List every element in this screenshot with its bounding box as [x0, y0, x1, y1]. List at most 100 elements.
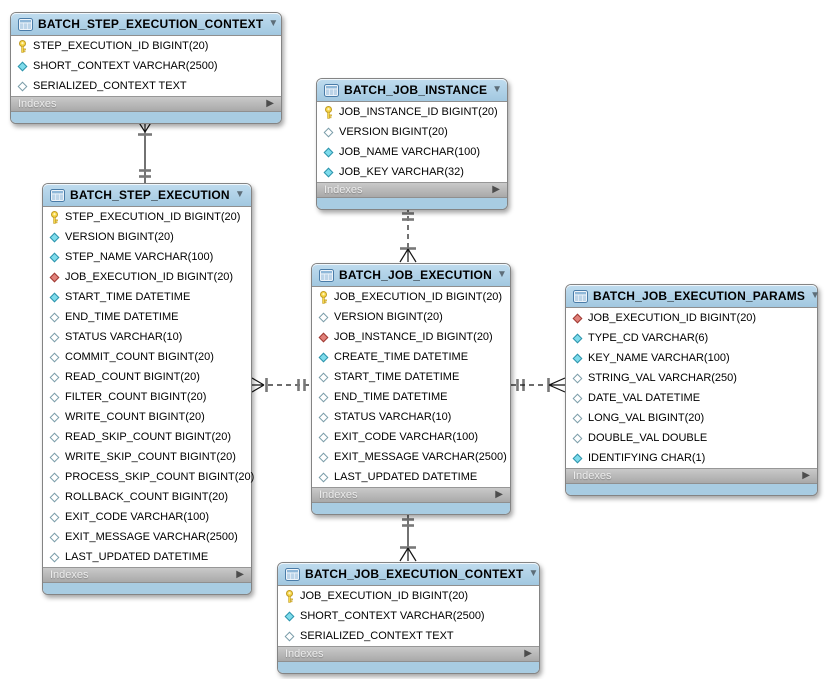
column-row: FILTER_COUNT BIGINT(20): [43, 387, 251, 407]
expand-right-icon[interactable]: ▶: [524, 648, 532, 659]
column-label: STATUS VARCHAR(10): [334, 411, 452, 423]
column-row: JOB_EXECUTION_ID BIGINT(20): [278, 586, 539, 606]
table-icon: [319, 268, 334, 282]
expand-right-icon[interactable]: ▶: [495, 489, 503, 500]
notnull-diamond-icon: [17, 61, 28, 71]
relationship-stepexecution-jobexecution[interactable]: [251, 377, 311, 393]
column-label: READ_COUNT BIGINT(20): [65, 371, 200, 383]
column-label: VERSION BIGINT(20): [65, 231, 174, 243]
column-label: SHORT_CONTEXT VARCHAR(2500): [300, 610, 485, 622]
table-header[interactable]: BATCH_JOB_EXECUTION ▼: [312, 264, 510, 287]
indexes-bar[interactable]: Indexes ▶: [312, 487, 510, 502]
column-row: JOB_EXECUTION_ID BIGINT(20): [312, 287, 510, 307]
column-row: STRING_VAL VARCHAR(250): [566, 368, 817, 388]
collapse-chevron-icon[interactable]: ▼: [268, 18, 279, 29]
column-row: READ_COUNT BIGINT(20): [43, 367, 251, 387]
column-row: SERIALIZED_CONTEXT TEXT: [11, 76, 281, 96]
indexes-bar[interactable]: Indexes▶: [566, 468, 817, 483]
column-label: LAST_UPDATED DATETIME: [334, 471, 478, 483]
table-title: BATCH_STEP_EXECUTION_CONTEXT: [38, 17, 264, 31]
table-icon: [285, 567, 300, 581]
expand-right-icon[interactable]: ▶: [266, 98, 274, 109]
table-footer-strip: [278, 661, 539, 673]
column-row: DATE_VAL DATETIME: [566, 388, 817, 408]
indexes-label: Indexes: [324, 184, 363, 196]
nullable-diamond-icon: [318, 432, 329, 442]
notnull-diamond-icon: [318, 352, 329, 362]
table-header[interactable]: BATCH_STEP_EXECUTION▼: [43, 184, 251, 207]
column-row: JOB_INSTANCE_ID BIGINT(20): [317, 102, 507, 122]
indexes-bar[interactable]: Indexes▶: [43, 567, 251, 582]
indexes-label: Indexes: [319, 489, 358, 501]
column-label: STEP_EXECUTION_ID BIGINT(20): [33, 40, 209, 52]
column-row: JOB_INSTANCE_ID BIGINT(20): [312, 327, 510, 347]
table-footer-strip: [11, 111, 281, 123]
nullable-diamond-icon: [323, 127, 334, 137]
nullable-diamond-icon: [49, 492, 60, 502]
nullable-diamond-icon: [49, 332, 60, 342]
expand-right-icon[interactable]: ▶: [802, 470, 810, 481]
table-batch-step-execution[interactable]: BATCH_STEP_EXECUTION▼STEP_EXECUTION_ID B…: [42, 183, 255, 595]
column-row: EXIT_MESSAGE VARCHAR(2500): [312, 447, 510, 467]
column-label: DATE_VAL DATETIME: [588, 392, 701, 404]
collapse-chevron-icon[interactable]: ▼: [810, 290, 821, 301]
column-label: EXIT_MESSAGE VARCHAR(2500): [334, 451, 507, 463]
column-row: EXIT_CODE VARCHAR(100): [312, 427, 510, 447]
nullable-diamond-icon: [49, 512, 60, 522]
collapse-chevron-icon[interactable]: ▼: [496, 269, 507, 280]
column-label: START_TIME DATETIME: [65, 291, 191, 303]
nullable-diamond-icon: [318, 312, 329, 322]
table-batch-job-execution-params[interactable]: BATCH_JOB_EXECUTION_PARAMS▼JOB_EXECUTION…: [565, 284, 821, 496]
table-icon: [324, 83, 339, 97]
table-title: BATCH_JOB_EXECUTION: [339, 268, 492, 282]
table-header[interactable]: BATCH_JOB_EXECUTION_CONTEXT▼: [278, 563, 539, 586]
column-label: START_TIME DATETIME: [334, 371, 460, 383]
column-label: PROCESS_SKIP_COUNT BIGINT(20): [65, 471, 255, 483]
column-row: END_TIME DATETIME: [312, 387, 510, 407]
column-label: END_TIME DATETIME: [65, 311, 179, 323]
foreign-key-diamond-icon: [49, 272, 60, 282]
table-batch-step-execution-context[interactable]: BATCH_STEP_EXECUTION_CONTEXT ▼ STEP_EXECUT…: [10, 12, 282, 124]
relationship-jobinstance-jobexecution[interactable]: [399, 207, 417, 263]
indexes-bar[interactable]: Indexes ▶: [11, 96, 281, 111]
indexes-bar[interactable]: Indexes▶: [278, 646, 539, 661]
table-header[interactable]: BATCH_STEP_EXECUTION_CONTEXT ▼: [11, 13, 281, 36]
collapse-chevron-icon[interactable]: ▼: [234, 189, 245, 200]
column-label: IDENTIFYING CHAR(1): [588, 452, 706, 464]
column-label: SERIALIZED_CONTEXT TEXT: [300, 630, 454, 642]
column-row: JOB_EXECUTION_ID BIGINT(20): [43, 267, 251, 287]
nullable-diamond-icon: [284, 631, 295, 641]
relationship-jobexecution-jobexecutionparams[interactable]: [511, 377, 566, 393]
table-batch-job-execution-context[interactable]: BATCH_JOB_EXECUTION_CONTEXT▼JOB_EXECUTIO…: [277, 562, 540, 674]
column-row: STEP_NAME VARCHAR(100): [43, 247, 251, 267]
relationship-jobexecution-jobexecutioncontext[interactable]: [399, 511, 417, 562]
column-label: EXIT_CODE VARCHAR(100): [334, 431, 479, 443]
nullable-diamond-icon: [49, 472, 60, 482]
column-row: EXIT_CODE VARCHAR(100): [43, 507, 251, 527]
column-row: WRITE_SKIP_COUNT BIGINT(20): [43, 447, 251, 467]
column-row: STEP_EXECUTION_ID BIGINT(20): [11, 36, 281, 56]
table-footer-strip: [317, 197, 507, 209]
table-header[interactable]: BATCH_JOB_INSTANCE▼: [317, 79, 507, 102]
nullable-diamond-icon: [318, 372, 329, 382]
expand-right-icon[interactable]: ▶: [492, 184, 500, 195]
column-row: LAST_UPDATED DATETIME: [312, 467, 510, 487]
collapse-chevron-icon[interactable]: ▼: [528, 568, 539, 579]
column-row: IDENTIFYING CHAR(1): [566, 448, 817, 468]
indexes-bar[interactable]: Indexes ▶: [317, 182, 507, 197]
foreign-key-diamond-icon: [572, 313, 583, 323]
table-header[interactable]: BATCH_JOB_EXECUTION_PARAMS▼: [566, 285, 821, 308]
nullable-diamond-icon: [49, 352, 60, 362]
relationship-stepexecutioncontext-stepexecution[interactable]: [137, 120, 153, 183]
table-icon: [50, 188, 65, 202]
indexes-label: Indexes: [18, 98, 57, 110]
table-batch-job-execution[interactable]: BATCH_JOB_EXECUTION ▼ JOB_EXECUTION_ID BIG…: [311, 263, 511, 515]
expand-right-icon[interactable]: ▶: [236, 569, 244, 580]
table-batch-job-instance[interactable]: BATCH_JOB_INSTANCE▼JOB_INSTANCE_ID BIGIN…: [316, 78, 508, 210]
column-row: END_TIME DATETIME: [43, 307, 251, 327]
collapse-chevron-icon[interactable]: ▼: [492, 84, 503, 95]
column-label: SERIALIZED_CONTEXT TEXT: [33, 80, 187, 92]
